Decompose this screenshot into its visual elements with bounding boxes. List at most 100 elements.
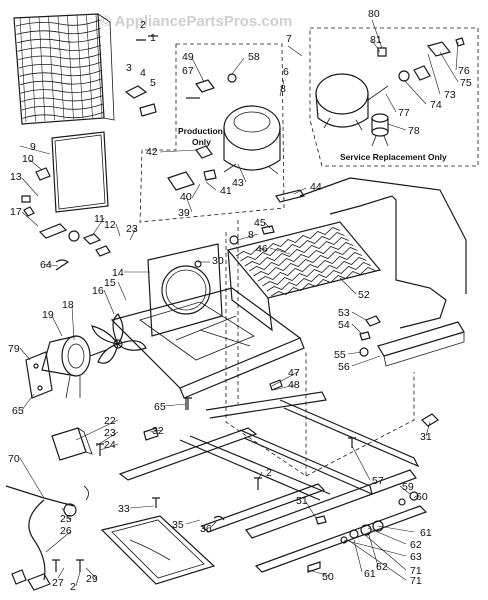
callout-c55: 55 <box>334 349 346 361</box>
leader-line <box>237 163 247 183</box>
leader-line <box>129 227 137 241</box>
tube-clamp-bracket[interactable] <box>377 321 465 367</box>
production-only-caption-line1: Production <box>178 126 223 136</box>
callout-c29: 29 <box>86 573 98 585</box>
leader-line <box>377 525 415 533</box>
power-cord-harness[interactable] <box>5 485 89 591</box>
leveling-rollers[interactable] <box>307 491 419 573</box>
callout-c76: 76 <box>458 65 470 77</box>
compressor-service[interactable] <box>315 73 389 131</box>
small-clips[interactable] <box>55 259 439 525</box>
callout-c6: 6 <box>283 66 289 78</box>
callout-c13: 13 <box>10 171 22 183</box>
condenser-fan-blade[interactable] <box>91 313 147 364</box>
callout-c41: 41 <box>220 185 232 197</box>
compressor-production[interactable] <box>223 105 281 175</box>
leader-line <box>231 57 245 75</box>
callout-c2c: 2 <box>266 467 272 479</box>
leader-line <box>99 443 119 451</box>
machine-base-plate[interactable] <box>110 287 305 399</box>
callout-c46: 46 <box>256 243 268 255</box>
callout-c50: 50 <box>322 571 334 583</box>
callout-c63: 63 <box>410 551 422 563</box>
callout-c5: 5 <box>150 77 156 89</box>
leader-line <box>271 371 299 387</box>
condenser-coil[interactable] <box>226 221 382 332</box>
leader-line <box>45 531 71 553</box>
callout-c14: 14 <box>112 267 124 279</box>
callout-c2b: 2 <box>70 581 76 593</box>
leader-line <box>91 217 105 237</box>
callout-c48: 48 <box>288 379 300 391</box>
leader-line <box>257 471 263 481</box>
leader-line <box>19 457 45 499</box>
drain-pan[interactable] <box>100 515 216 585</box>
leader-line <box>279 79 285 97</box>
fan-shroud[interactable] <box>147 243 223 337</box>
base-frame[interactable] <box>118 391 420 539</box>
callout-c73: 73 <box>444 89 456 101</box>
leader-line <box>95 431 119 447</box>
leader-line <box>413 495 417 499</box>
callout-c4: 4 <box>140 67 146 79</box>
rear-rail[interactable] <box>254 505 428 573</box>
evaporator-fan-brackets[interactable] <box>124 35 158 117</box>
evaporator-coil[interactable] <box>13 13 115 125</box>
start-relay-service[interactable] <box>377 37 465 82</box>
condenser-fan-motor[interactable] <box>41 335 107 399</box>
callout-c70: 70 <box>8 453 20 465</box>
junction-box[interactable] <box>51 427 93 461</box>
callout-c23a: 23 <box>104 427 116 439</box>
leader-line <box>61 507 71 521</box>
callout-c31: 31 <box>420 431 432 443</box>
leader-line <box>19 347 31 361</box>
thermostat-clips[interactable] <box>21 167 51 217</box>
callout-c44: 44 <box>310 181 322 193</box>
front-rail[interactable] <box>200 483 326 533</box>
leader-line <box>149 429 163 433</box>
leader-line <box>425 421 431 437</box>
callout-c1: 1 <box>150 32 156 44</box>
defrost-terminal-block[interactable] <box>38 223 111 257</box>
callout-c18: 18 <box>62 299 74 311</box>
leader-line <box>21 177 39 197</box>
callout-c61b: 61 <box>364 568 376 580</box>
callout-c39: 39 <box>178 207 190 219</box>
callout-c19: 19 <box>42 309 54 321</box>
callout-c23b: 23 <box>126 223 138 235</box>
callout-c81: 81 <box>370 34 382 46</box>
leader-line <box>385 93 397 113</box>
motor-bracket[interactable] <box>25 351 53 399</box>
production-only-box <box>139 43 285 223</box>
callout-c67: 67 <box>182 65 194 77</box>
callout-c8: 8 <box>280 83 286 95</box>
callout-c16: 16 <box>92 285 104 297</box>
leader-line <box>351 355 381 367</box>
leader-line <box>205 181 217 191</box>
callout-c24: 24 <box>104 439 116 451</box>
callout-c53: 53 <box>338 307 350 319</box>
leader-line <box>367 527 407 545</box>
callout-c62b: 62 <box>376 561 388 573</box>
leader-line <box>209 521 217 529</box>
leader-line <box>159 149 197 153</box>
leader-line <box>129 505 155 509</box>
grommet-and-clip[interactable] <box>186 73 237 99</box>
leader-line <box>287 45 303 57</box>
leader-line <box>75 419 119 441</box>
callout-c65b: 65 <box>154 401 166 413</box>
cabinet-outline <box>225 232 307 477</box>
callout-c78: 78 <box>408 125 420 137</box>
condenser-tubing[interactable] <box>299 177 467 329</box>
leader-line <box>293 187 307 195</box>
evaporator-heater-loop[interactable] <box>51 131 109 213</box>
relay-overload[interactable] <box>167 145 217 191</box>
leader-line <box>19 145 51 155</box>
capacitor[interactable] <box>371 113 389 147</box>
leader-line <box>387 123 407 131</box>
callout-c45: 45 <box>254 217 266 229</box>
callout-c75: 75 <box>460 77 472 89</box>
